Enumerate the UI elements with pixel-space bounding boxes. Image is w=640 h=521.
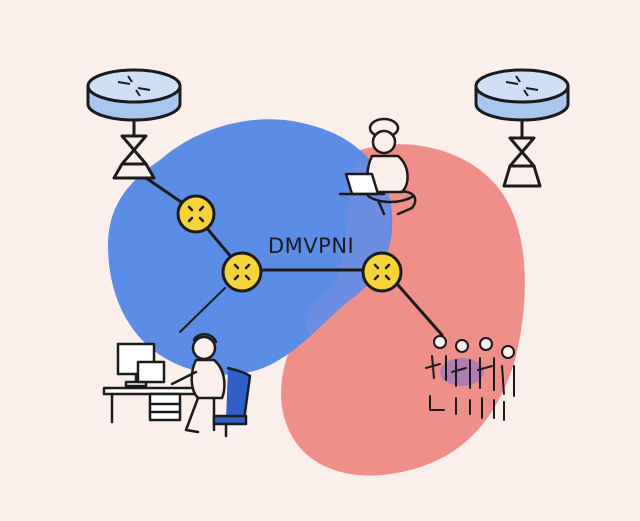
overlap-region	[306, 160, 392, 335]
people-group-icon	[425, 335, 515, 421]
vpn-node-icon	[221, 251, 263, 293]
router-icon	[474, 68, 570, 188]
blue-region	[108, 119, 393, 375]
red-region	[281, 144, 525, 476]
link-node1-node2	[203, 224, 234, 260]
office-worker-icon	[102, 333, 252, 438]
person-laptop-icon	[338, 117, 417, 216]
vpn-node-icon	[361, 251, 403, 293]
diagram-label: DMVPNI	[268, 234, 354, 258]
link-node3-group	[396, 283, 444, 337]
link-node2-worker	[179, 287, 226, 333]
vpn-node-icon	[176, 194, 216, 234]
router-icon	[86, 68, 182, 180]
